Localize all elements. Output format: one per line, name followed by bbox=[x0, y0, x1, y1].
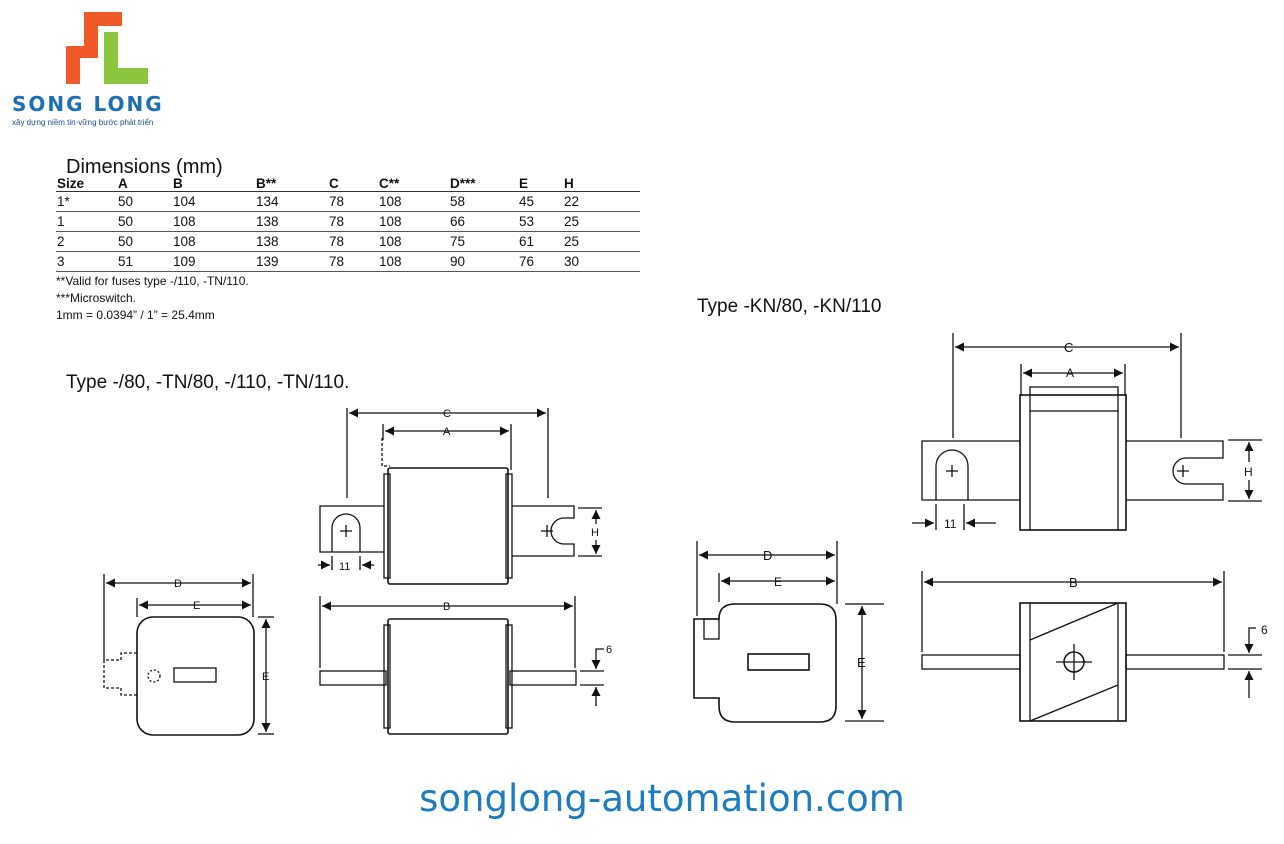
table-cell: 53 bbox=[518, 211, 563, 232]
table-cell: 78 bbox=[328, 191, 378, 212]
column-header: C** bbox=[378, 175, 449, 192]
right-side-dim-lines bbox=[921, 571, 1262, 698]
column-header: H bbox=[563, 175, 640, 192]
table-cell: 50 bbox=[117, 191, 172, 212]
column-header: C bbox=[328, 175, 378, 192]
table-cell: 78 bbox=[328, 251, 378, 272]
right-top-dim-lines bbox=[912, 333, 1262, 530]
table-cell: 90 bbox=[449, 251, 518, 272]
table-cell: 108 bbox=[172, 231, 255, 252]
right-label-thickness: 6 bbox=[1261, 623, 1268, 637]
table-row: 3 51 109 139 78 108 90 76 30 bbox=[56, 251, 640, 272]
table-row: 1 50 108 138 78 108 66 53 25 bbox=[56, 211, 640, 232]
table-row: 1* 50 104 134 78 108 58 45 22 bbox=[56, 191, 640, 212]
table-cell: 2 bbox=[56, 231, 117, 252]
footnote-unit-conversion: 1mm = 0.0394” / 1” = 25.4mm bbox=[56, 308, 215, 322]
table-header-row: Size A B B** C C** D*** E H bbox=[56, 175, 640, 192]
left-label-e-horizontal: E bbox=[193, 600, 200, 612]
left-label-d: D bbox=[174, 578, 182, 590]
table-cell: 66 bbox=[449, 211, 518, 232]
table-cell: 104 bbox=[172, 191, 255, 212]
website-link[interactable]: songlong-automation.com bbox=[419, 777, 905, 820]
right-end-dim-lines bbox=[696, 541, 884, 722]
table-cell: 25 bbox=[563, 211, 640, 232]
left-drawing-title: Type -/80, -TN/80, -/110, -TN/110. bbox=[66, 372, 350, 393]
left-dim-lines bbox=[318, 408, 602, 570]
table-cell: 108 bbox=[172, 211, 255, 232]
left-side-dim-lines bbox=[319, 596, 604, 706]
right-label-slot: 11 bbox=[944, 517, 957, 531]
table-cell: 134 bbox=[255, 191, 328, 212]
table-cell: 25 bbox=[563, 231, 640, 252]
left-label-h: H bbox=[591, 527, 599, 539]
column-header: A bbox=[117, 175, 172, 192]
right-top-view bbox=[921, 386, 1224, 531]
logo-orange-stroke bbox=[66, 12, 122, 84]
brand-tagline: xây dựng niềm tin-vững bước phát triển bbox=[12, 118, 154, 127]
table-cell: 22 bbox=[563, 191, 640, 212]
column-header: B** bbox=[255, 175, 328, 192]
table-cell: 108 bbox=[378, 251, 449, 272]
left-label-thickness: 6 bbox=[606, 644, 612, 656]
table-cell: 108 bbox=[378, 231, 449, 252]
table-cell: 76 bbox=[518, 251, 563, 272]
table-cell: 139 bbox=[255, 251, 328, 272]
table-cell: 109 bbox=[172, 251, 255, 272]
column-header: Size bbox=[56, 175, 117, 192]
right-label-h: H bbox=[1244, 465, 1253, 479]
right-label-e-horizontal: E bbox=[774, 575, 782, 589]
table-cell: 58 bbox=[449, 191, 518, 212]
column-header: D*** bbox=[449, 175, 518, 192]
table-row: 2 50 108 138 78 108 75 61 25 bbox=[56, 231, 640, 252]
column-header: E bbox=[518, 175, 563, 192]
left-label-e-vertical: E bbox=[262, 671, 269, 683]
right-label-b: B bbox=[1069, 575, 1078, 590]
left-label-slot: 11 bbox=[339, 561, 350, 573]
right-end-view bbox=[693, 603, 837, 723]
right-side-view bbox=[921, 602, 1225, 722]
left-label-c: C bbox=[443, 408, 451, 420]
left-side-view bbox=[319, 618, 577, 735]
right-label-c: C bbox=[1064, 340, 1073, 355]
table-cell: 108 bbox=[378, 211, 449, 232]
table-cell: 51 bbox=[117, 251, 172, 272]
table-cell: 138 bbox=[255, 211, 328, 232]
right-drawing-title: Type -KN/80, -KN/110 bbox=[697, 296, 882, 317]
left-label-a: A bbox=[443, 426, 451, 438]
table-cell: 78 bbox=[328, 231, 378, 252]
table-cell: 1* bbox=[56, 191, 117, 212]
brand-name: SONG LONG bbox=[12, 92, 164, 116]
table-cell: 45 bbox=[518, 191, 563, 212]
table-cell: 3 bbox=[56, 251, 117, 272]
left-end-dim-lines bbox=[103, 574, 274, 735]
right-label-a: A bbox=[1066, 366, 1074, 380]
left-top-view bbox=[319, 438, 575, 585]
dimensions-title: Dimensions (mm) bbox=[66, 156, 223, 178]
right-label-e-vertical: E bbox=[857, 655, 866, 670]
table-cell: 1 bbox=[56, 211, 117, 232]
left-end-view bbox=[103, 616, 255, 736]
right-label-d: D bbox=[763, 548, 772, 563]
table-cell: 50 bbox=[117, 231, 172, 252]
table-cell: 138 bbox=[255, 231, 328, 252]
column-header: B bbox=[172, 175, 255, 192]
footnote-valid-types: **Valid for fuses type -/110, -TN/110. bbox=[56, 274, 249, 288]
table-cell: 30 bbox=[563, 251, 640, 272]
footnote-microswitch: ***Microswitch. bbox=[56, 291, 137, 305]
songlong-logo-mark bbox=[66, 12, 148, 84]
table-cell: 108 bbox=[378, 191, 449, 212]
table-cell: 50 bbox=[117, 211, 172, 232]
dimensions-table: Size A B B** C C** D*** E H 1* 50 104 13… bbox=[56, 175, 640, 272]
table-cell: 78 bbox=[328, 211, 378, 232]
table-cell: 75 bbox=[449, 231, 518, 252]
left-label-b: B bbox=[443, 601, 450, 613]
logo-green-stroke bbox=[104, 32, 148, 84]
table-cell: 61 bbox=[518, 231, 563, 252]
